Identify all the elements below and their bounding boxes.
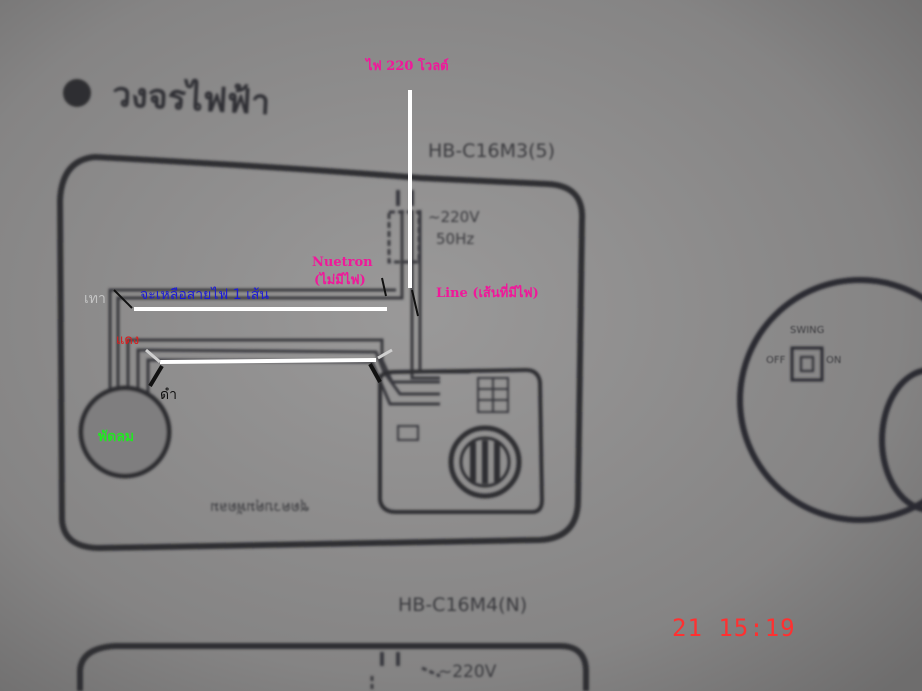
model-label-top: HB-C16M3(5) [428, 140, 556, 162]
heading-bullet [63, 79, 91, 107]
voltage-label-top: ~220V [428, 208, 480, 226]
bottom-panel-outline [77, 643, 589, 691]
line-label: Line (เส้นที่มีไฟ) [436, 286, 539, 301]
power-220v-label: ไฟ 220 โวลต์ [366, 59, 449, 74]
neutron-label: Nuetron [312, 255, 373, 270]
fan-label: พัดลม [98, 429, 135, 445]
black-wire-label: ดำ [160, 387, 177, 403]
swing-label: SWING [790, 325, 825, 336]
model-label-bottom: HB-C16M4(N) [398, 594, 528, 616]
switch-on-label: ON [826, 355, 842, 366]
control-box-label: ชุดควบคุมพัดลม [210, 499, 310, 515]
top-panel-outline [56, 153, 586, 552]
frequency-label-top: 50Hz [436, 230, 475, 248]
circuit-heading: วงจรไฟฟ้า [111, 74, 272, 124]
voltage-label-bottom: ~220V [438, 662, 497, 682]
speed-knob [448, 425, 522, 499]
camera-timestamp: 21 15:19 [672, 614, 796, 642]
red-black-white-line [159, 358, 377, 364]
fan-motor [78, 385, 172, 479]
gray-wire-label: เทา [84, 291, 106, 307]
control-box [378, 367, 545, 514]
red-wire-label: แดง [116, 333, 140, 348]
plug-block [387, 210, 421, 264]
neutron-sub-label: (ไม่มีไฟ) [314, 273, 366, 288]
remaining-wire-label: จะเหลือสายไฟ 1 เส้น [140, 287, 269, 303]
switch-off-label: OFF [766, 355, 786, 366]
side-panel [737, 277, 922, 523]
annotation-lines [113, 90, 419, 388]
swing-switch [790, 346, 824, 382]
